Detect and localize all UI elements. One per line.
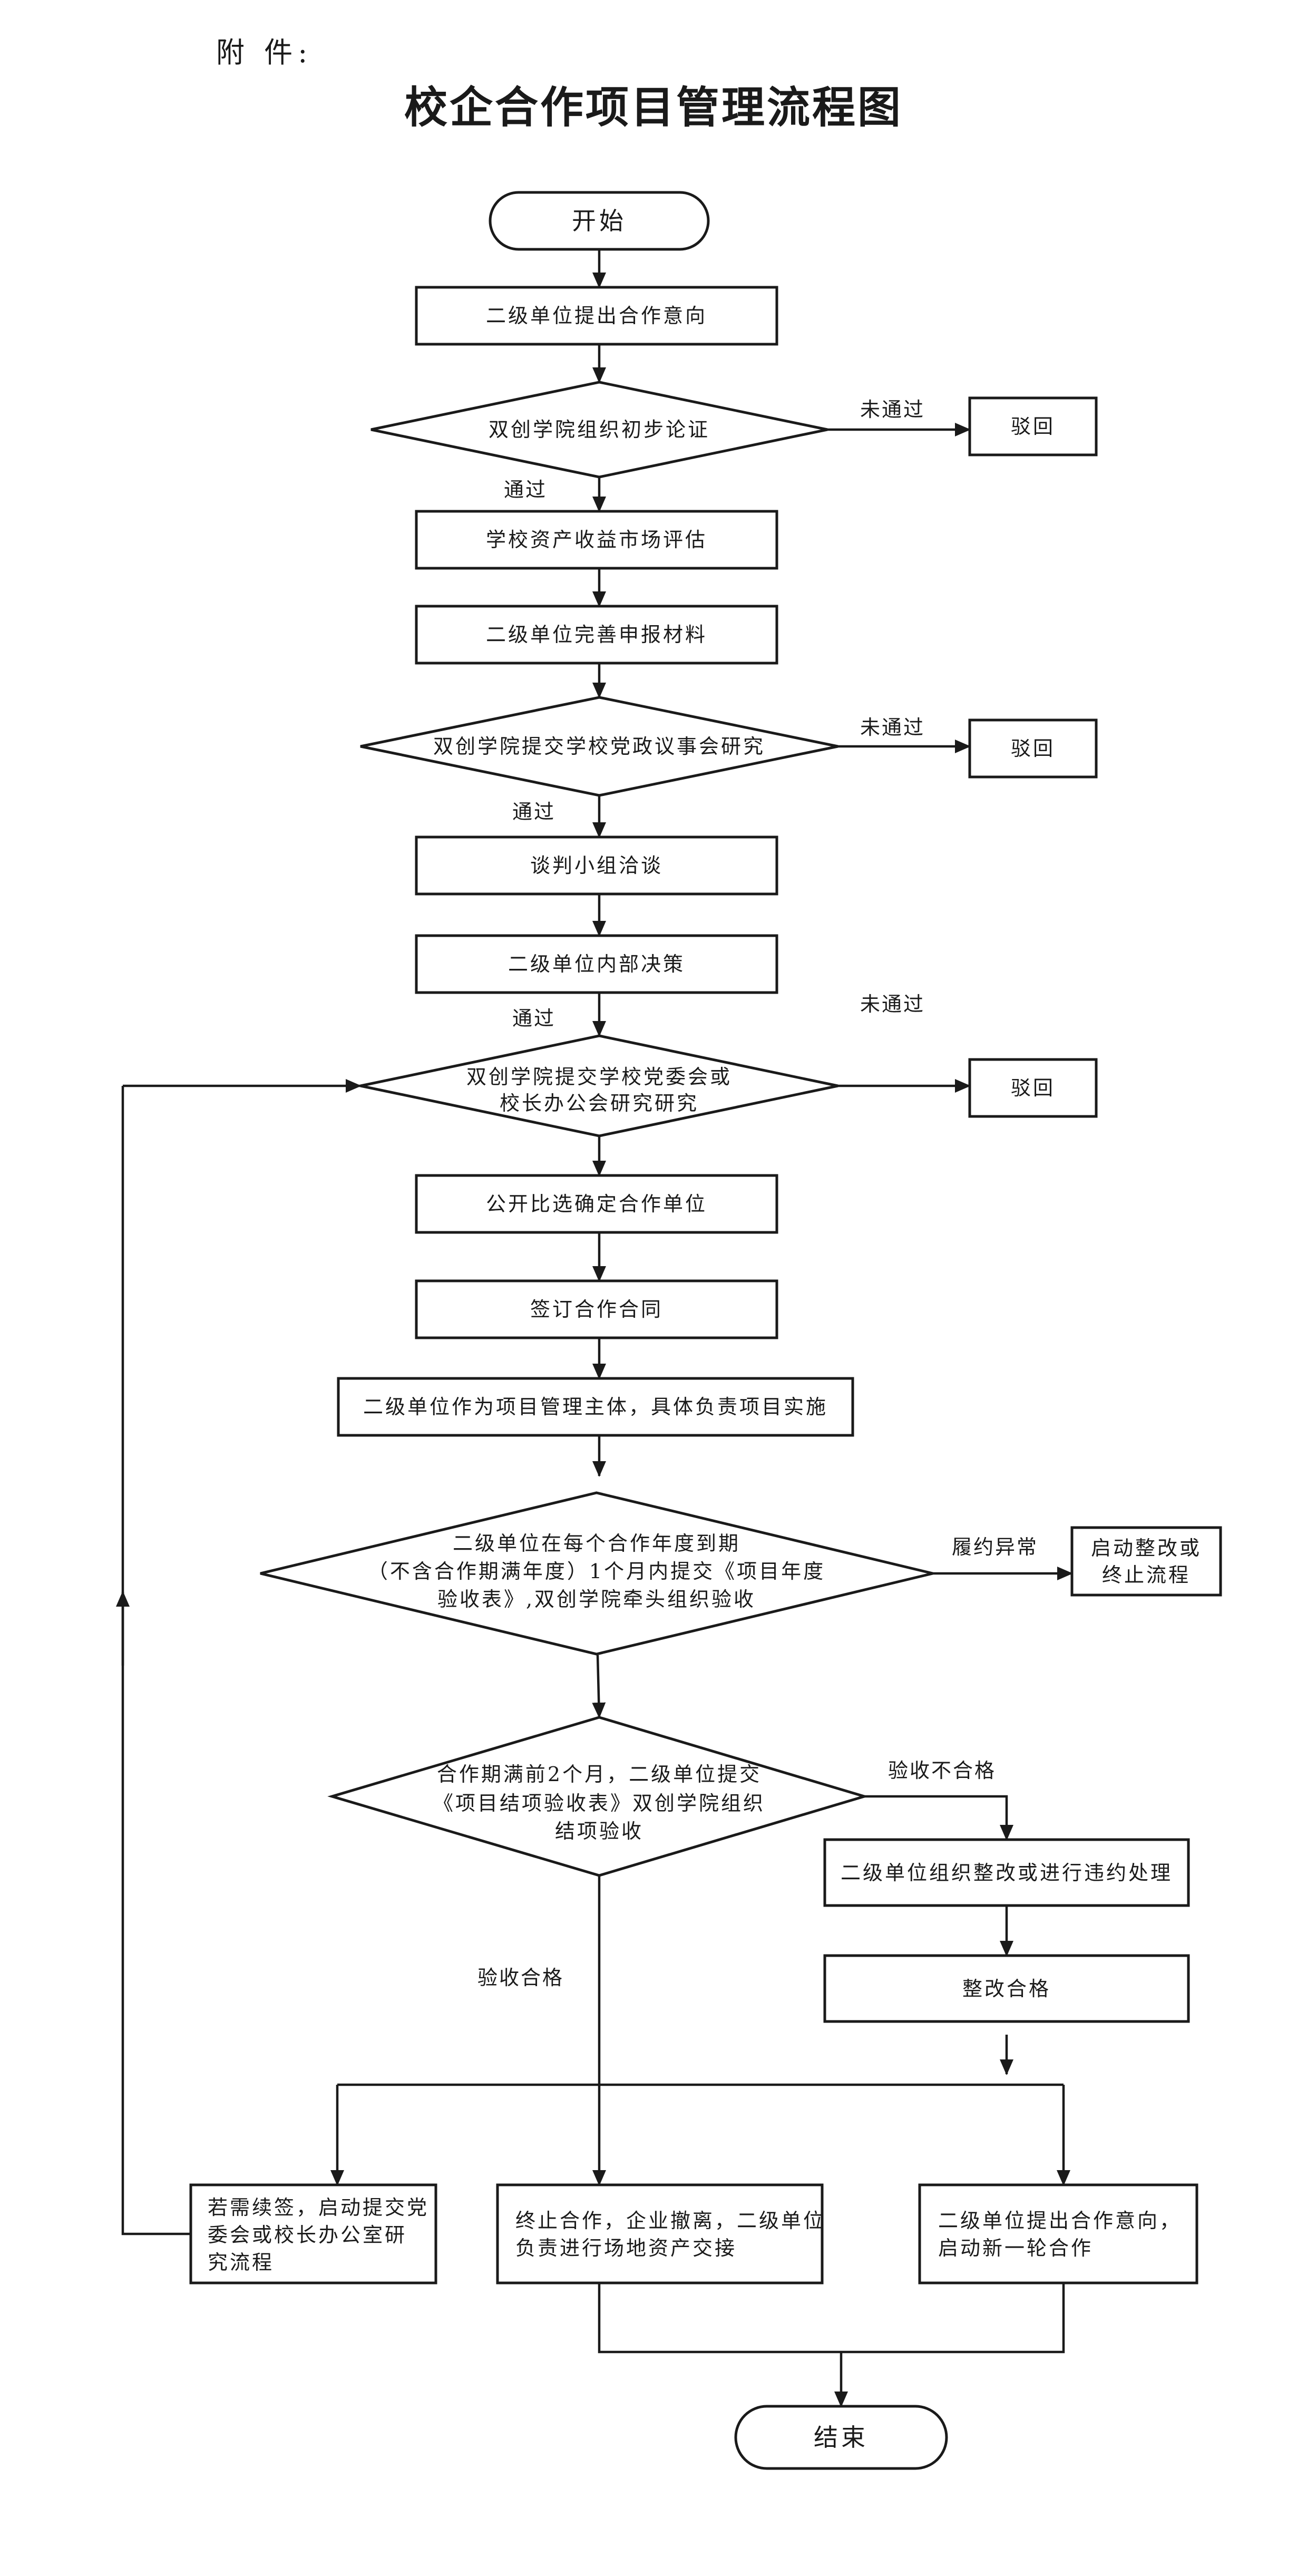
- edge-label-acceptance-fail: 验收不合格: [888, 1759, 996, 1782]
- process-label-line2: 负责进行场地资产交接: [515, 2237, 737, 2260]
- decision-council-review: 双创学院提交学校党政议事会研究: [360, 696, 838, 797]
- decision-label-line1: 合作期满前2个月，二级单位提交: [437, 1763, 762, 1786]
- decision-label-line2: 校长办公会研究研究: [500, 1092, 699, 1115]
- decision-label-line1: 二级单位在每个合作年度到期: [453, 1532, 740, 1555]
- process-implementation: 二级单位作为项目管理主体，具体负责项目实施: [337, 1377, 854, 1437]
- reject-box-2: 驳回: [968, 718, 1098, 779]
- process-label-line1: 启动整改或: [1091, 1537, 1202, 1560]
- process-terminate-handover: 终止合作，企业撤离，二级单位 负责进行场地资产交接: [496, 2183, 825, 2285]
- process-select-partner: 公开比选确定合作单位: [415, 1174, 778, 1234]
- decision-label-line1: 双创学院提交学校党委会或: [466, 1065, 732, 1088]
- reject-label: 驳回: [1011, 737, 1055, 760]
- decision-annual-acceptance: 二级单位在每个合作年度到期 （不含合作期满年度）1个月内提交《项目年度 验收表》…: [260, 1491, 933, 1656]
- process-new-round: 二级单位提出合作意向， 启动新一轮合作: [918, 2183, 1198, 2285]
- process-rectify-or-breach: 二级单位组织整改或进行违约处理: [823, 1838, 1190, 1907]
- start-node: 开始: [489, 191, 710, 251]
- decision-label-line2: （不含合作期满年度）1个月内提交《项目年度: [368, 1560, 825, 1583]
- decision-party-committee: 双创学院提交学校党委会或 校长办公会研究研究: [360, 1034, 838, 1138]
- edge-label-acceptance-pass: 验收合格: [477, 1966, 564, 1989]
- process-rectify-passed: 整改合格: [823, 1954, 1190, 2023]
- reject-label: 驳回: [1011, 415, 1055, 438]
- process-label: 谈判小组洽谈: [530, 854, 663, 877]
- edge-label-abnormal: 履约异常: [952, 1535, 1038, 1559]
- end-node: 结束: [734, 2405, 948, 2470]
- process-label: 二级单位作为项目管理主体，具体负责项目实施: [363, 1395, 828, 1418]
- decision-label-line3: 结项验收: [555, 1820, 643, 1843]
- loop-back-line: [121, 1086, 191, 2235]
- process-label: 二级单位提出合作意向: [486, 304, 707, 327]
- process-label-line2: 委会或校长办公室研: [208, 2223, 407, 2247]
- decision-label: 双创学院组织初步论证: [489, 418, 710, 441]
- process-label: 二级单位内部决策: [508, 952, 685, 976]
- decision-label-line3: 验收表》,双创学院牵头组织验收: [437, 1588, 756, 1611]
- reject-box-3: 驳回: [968, 1058, 1098, 1118]
- decision-initial-review: 双创学院组织初步论证: [370, 381, 828, 479]
- edge-label-pass-2: 通过: [512, 800, 555, 823]
- process-negotiation: 谈判小组洽谈: [415, 835, 778, 896]
- process-rectify-or-terminate: 启动整改或 终止流程: [1070, 1526, 1222, 1597]
- process-label: 签订合作合同: [530, 1298, 663, 1321]
- edge-label-pass-1: 通过: [504, 478, 547, 501]
- reject-box-1: 驳回: [968, 396, 1098, 456]
- process-label-line2: 启动新一轮合作: [938, 2237, 1093, 2260]
- process-label-line1: 若需续签，启动提交党: [208, 2196, 429, 2219]
- merge-lines: [598, 2283, 1065, 2354]
- edge-label-pass-3: 通过: [512, 1007, 555, 1030]
- process-label: 二级单位组织整改或进行违约处理: [841, 1861, 1173, 1884]
- arrow-d5-to-n10: [864, 1795, 1013, 1841]
- process-label: 公开比选确定合作单位: [486, 1192, 707, 1216]
- edge-label-fail-3: 未通过: [860, 993, 925, 1016]
- decision-final-acceptance: 合作期满前2个月，二级单位提交 《项目结项验收表》双创学院组织 结项验收: [327, 1716, 869, 1877]
- process-internal-decision: 二级单位内部决策: [415, 934, 778, 994]
- process-label-line1: 二级单位提出合作意向，: [938, 2209, 1182, 2232]
- start-label: 开始: [572, 207, 627, 235]
- edge-label-fail-2: 未通过: [860, 716, 925, 739]
- process-propose-cooperation: 二级单位提出合作意向: [415, 286, 778, 346]
- process-market-evaluation: 学校资产收益市场评估: [415, 510, 778, 570]
- page-title: 校企合作项目管理流程图: [404, 82, 903, 133]
- reject-label: 驳回: [1011, 1076, 1055, 1100]
- process-renewal: 若需续签，启动提交党 委会或校长办公室研 究流程: [189, 2183, 437, 2285]
- process-sign-contract: 签订合作合同: [415, 1279, 778, 1339]
- arrow-d4-to-d5: [592, 1655, 606, 1718]
- decision-label: 双创学院提交学校党政议事会研究: [433, 735, 765, 758]
- process-label-line3: 究流程: [208, 2251, 274, 2274]
- connectors: [116, 249, 1073, 2407]
- edge-label-fail-1: 未通过: [860, 398, 925, 421]
- process-complete-materials: 二级单位完善申报材料: [415, 605, 778, 665]
- decision-label-line2: 《项目结项验收表》双创学院组织: [433, 1792, 765, 1815]
- process-label: 整改合格: [962, 1977, 1051, 2000]
- process-label: 二级单位完善申报材料: [486, 623, 707, 646]
- end-label: 结束: [814, 2423, 869, 2452]
- process-label-line2: 终止流程: [1102, 1563, 1191, 1587]
- process-label-line1: 终止合作，企业撤离，二级单位: [515, 2209, 825, 2232]
- process-label: 学校资产收益市场评估: [486, 528, 707, 551]
- attachment-label: 附 件:: [216, 36, 313, 69]
